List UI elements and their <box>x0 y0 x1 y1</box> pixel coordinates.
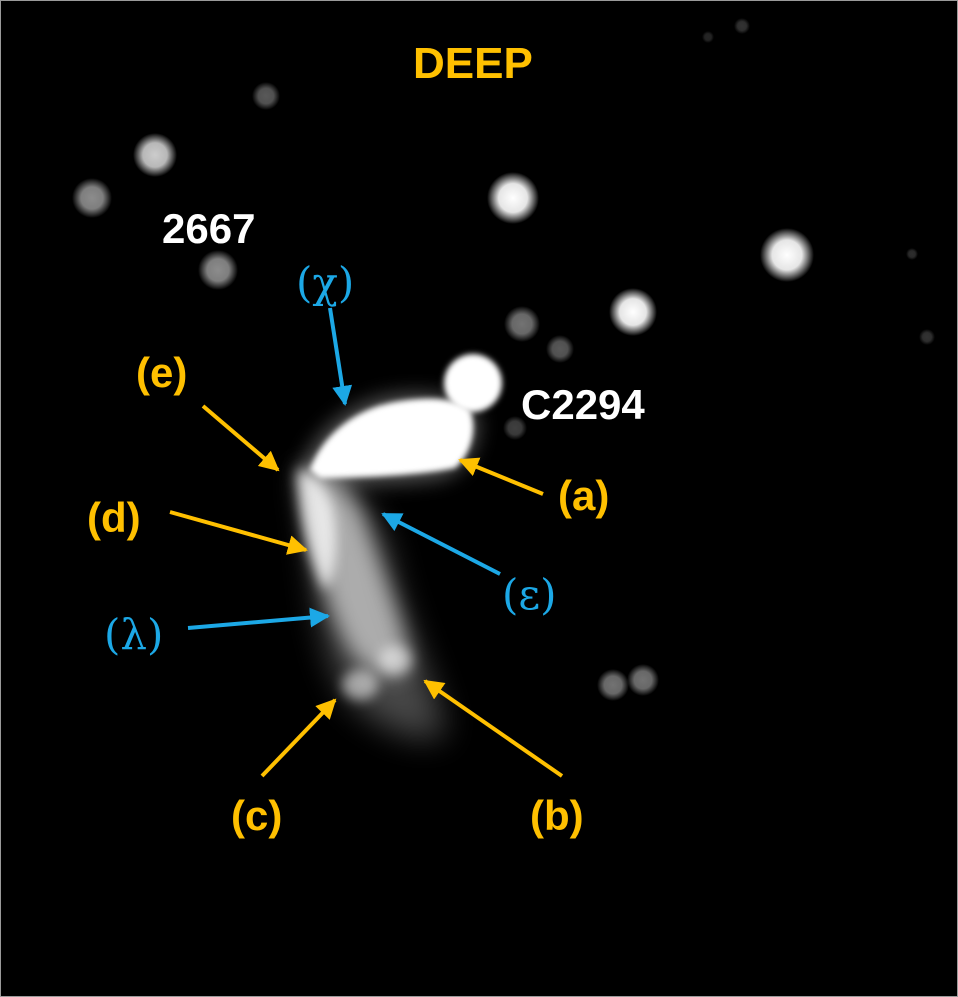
star <box>702 31 714 43</box>
galaxy-nucleus <box>444 354 502 412</box>
star <box>504 306 540 342</box>
background-stars <box>72 18 935 701</box>
feature-label-c: (c) <box>231 792 283 839</box>
knot-b <box>379 646 411 674</box>
annotation-arrows <box>169 307 564 778</box>
feature-label-e: (e) <box>136 349 188 396</box>
star <box>906 248 918 260</box>
arrow-epsilon <box>381 512 501 576</box>
feature-label-lambda: (λ) <box>104 610 164 659</box>
star <box>72 178 112 218</box>
arrow-e <box>201 404 280 472</box>
knot-c <box>342 670 378 700</box>
star <box>487 172 539 224</box>
galaxy-tail-core <box>298 470 336 590</box>
star <box>198 250 238 290</box>
star <box>760 228 814 282</box>
star <box>609 288 657 336</box>
feature-label-d: (d) <box>87 494 141 541</box>
object-label-2667: 2667 <box>162 205 256 252</box>
feature-label-chi: (χ) <box>296 258 355 307</box>
feature-label-epsilon: (ε) <box>502 570 557 619</box>
arrow-d <box>169 510 308 555</box>
galaxy-disk-glow <box>300 394 478 484</box>
galaxy-c2294 <box>298 354 502 739</box>
feature-label-a: (a) <box>558 472 610 519</box>
arrow-chi <box>328 307 353 406</box>
star <box>734 18 750 34</box>
star <box>133 133 177 177</box>
title-label: DEEP <box>413 39 533 88</box>
arrow-b <box>423 679 564 778</box>
arrow-c <box>260 698 337 778</box>
star <box>919 329 935 345</box>
star <box>627 664 659 696</box>
arrow-a <box>458 457 544 496</box>
star <box>546 335 574 363</box>
feature-label-b: (b) <box>530 792 584 839</box>
arrow-lambda <box>187 607 330 630</box>
star <box>503 416 527 440</box>
object-label-c2294: C2294 <box>521 381 645 428</box>
star <box>252 82 280 110</box>
star <box>597 669 629 701</box>
